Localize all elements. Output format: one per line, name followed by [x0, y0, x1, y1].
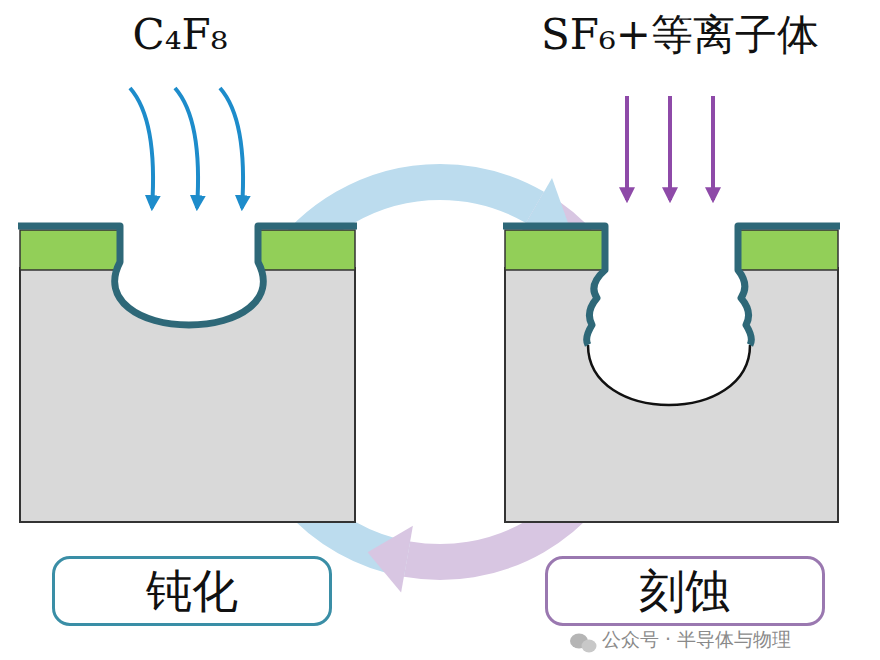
mask — [505, 230, 605, 270]
step-box: 钝化 — [52, 556, 332, 626]
watermark: 公众号 · 半导体与物理 — [602, 629, 791, 650]
passivation-layer — [738, 226, 840, 345]
gas-flow-arrows — [130, 88, 713, 208]
plasma-arrow — [625, 96, 629, 200]
trench — [587, 226, 752, 405]
passivation-layer — [18, 226, 357, 325]
gas-label: SF₆+等离子体 — [541, 12, 819, 58]
gas-arrow — [175, 88, 198, 208]
plasma-arrow — [668, 96, 672, 200]
watermark-icon — [570, 634, 597, 653]
gas-arrow — [220, 88, 243, 208]
gas-arrow — [130, 88, 153, 208]
step-box: 刻蚀 — [545, 556, 825, 626]
passivation-section — [18, 226, 357, 522]
mask — [738, 230, 838, 270]
mask — [20, 230, 120, 270]
etch-section — [503, 226, 840, 522]
mask — [258, 230, 355, 270]
etched-bottom — [588, 345, 750, 405]
step-label: 刻蚀 — [639, 566, 731, 617]
step-label: 钝化 — [146, 566, 238, 617]
cycle-arrowhead — [368, 526, 413, 593]
passivation-layer — [503, 226, 605, 345]
gas-label: C₄F₈ — [133, 12, 228, 58]
plasma-arrow — [711, 96, 715, 200]
